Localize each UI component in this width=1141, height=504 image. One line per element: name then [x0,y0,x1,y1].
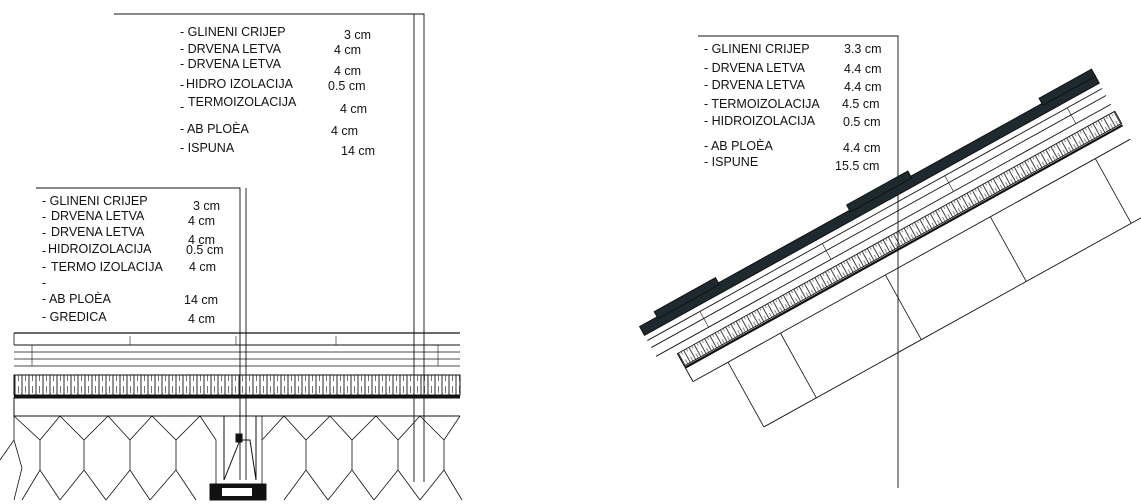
legend-right-layer-name: - DRVENA LETVA [704,78,805,92]
legend-bottom-dash: - [42,244,47,258]
legend-top-layer-value: 4 cm [334,43,362,57]
leader-frame-right [698,35,899,488]
sloped-roof-section [638,35,1141,488]
legend-top-layer-name: HIDRO IZOLACIJA [186,77,293,91]
legend-top-layer-name: - DRVENA LETVA [180,42,281,56]
legend-bottom-layer-value: 0.5 cm [186,243,224,257]
legend-top-layer-name: - ISPUNA [180,141,235,155]
legend-top-layer-name: - GLINENI CRIJEP [180,25,286,39]
legend-bottom-dash: - [42,210,47,224]
legend-bottom-layer-name: - GREDICA [42,310,107,324]
legend-bottom-layer-name: HIDROIZOLACIJA [48,242,152,256]
legend-right-layer-name: - ISPUNE [704,155,759,169]
leader-frame-top [114,13,425,482]
legend-top-dash: - [180,78,185,92]
legend-bottom-layer-value: 4 cm [188,214,216,228]
legend-bottom-layer-name: TERMO IZOLACIJA [51,260,163,274]
legend-right-layer-value: 15.5 cm [835,159,880,173]
legend-top-layer-value: 4 cm [340,102,368,116]
flat-roof-section [0,13,463,501]
legend-right-layer-value: 4.4 cm [843,141,881,155]
legend-top-layer-value: 4 cm [334,64,362,78]
legend-right-layer-value: 4.5 cm [842,97,880,111]
legend-bottom-dash: - [42,260,47,274]
legend-bottom-layer-name: DRVENA LETVA [51,225,145,239]
legend-top-layer-value: 4 cm [331,124,359,138]
legend-bottom-layer-value: 14 cm [184,293,219,307]
legend-top-layer-value: 3 cm [344,28,372,42]
legend-bottom-dash: - [42,226,47,240]
legend-right-layer-name: - GLINENI CRIJEP [704,42,810,56]
legend-bottom-layer-value: 4 cm [188,312,216,326]
legend-bottom-layer-name: - GLINENI CRIJEP [42,194,148,208]
legend-bottom-dash: - [42,276,47,290]
legend-top-layer-name: - AB PLOÈA [180,122,249,136]
legend-right-layer-name: - DRVENA LETVA [704,61,805,75]
legend-bottom-layer-name: DRVENA LETVA [51,209,145,223]
legend-right-layer-value: 0.5 cm [843,115,881,129]
legend-right-layer-value: 3.3 cm [844,42,882,56]
legend-right-layer-name: - HIDROIZOLACIJA [704,114,816,128]
legend-right-layer-value: 4.4 cm [844,62,882,76]
legend-bottom-layer-value: 4 cm [188,233,216,247]
legend-right-layer-name: - AB PLOÈA [704,139,773,153]
legend-top-layer-name: TERMOIZOLACIJA [188,95,297,109]
legend-bottom-layer-value: 3 cm [193,199,221,213]
legend-right-layer-name: - TERMOIZOLACIJA [704,97,820,111]
legend-top-layer-value: 0.5 cm [328,79,366,93]
legend-top-layer-name: - DRVENA LETVA [180,57,281,71]
legend-top-dash: - [180,100,185,114]
legend-bottom-layer-name: - AB PLOÈA [42,292,111,306]
legend-right-layer-value: 4.4 cm [844,80,882,94]
legend-bottom-layer-value: 4 cm [189,260,217,274]
legend-top-layer-value: 14 cm [341,144,376,158]
